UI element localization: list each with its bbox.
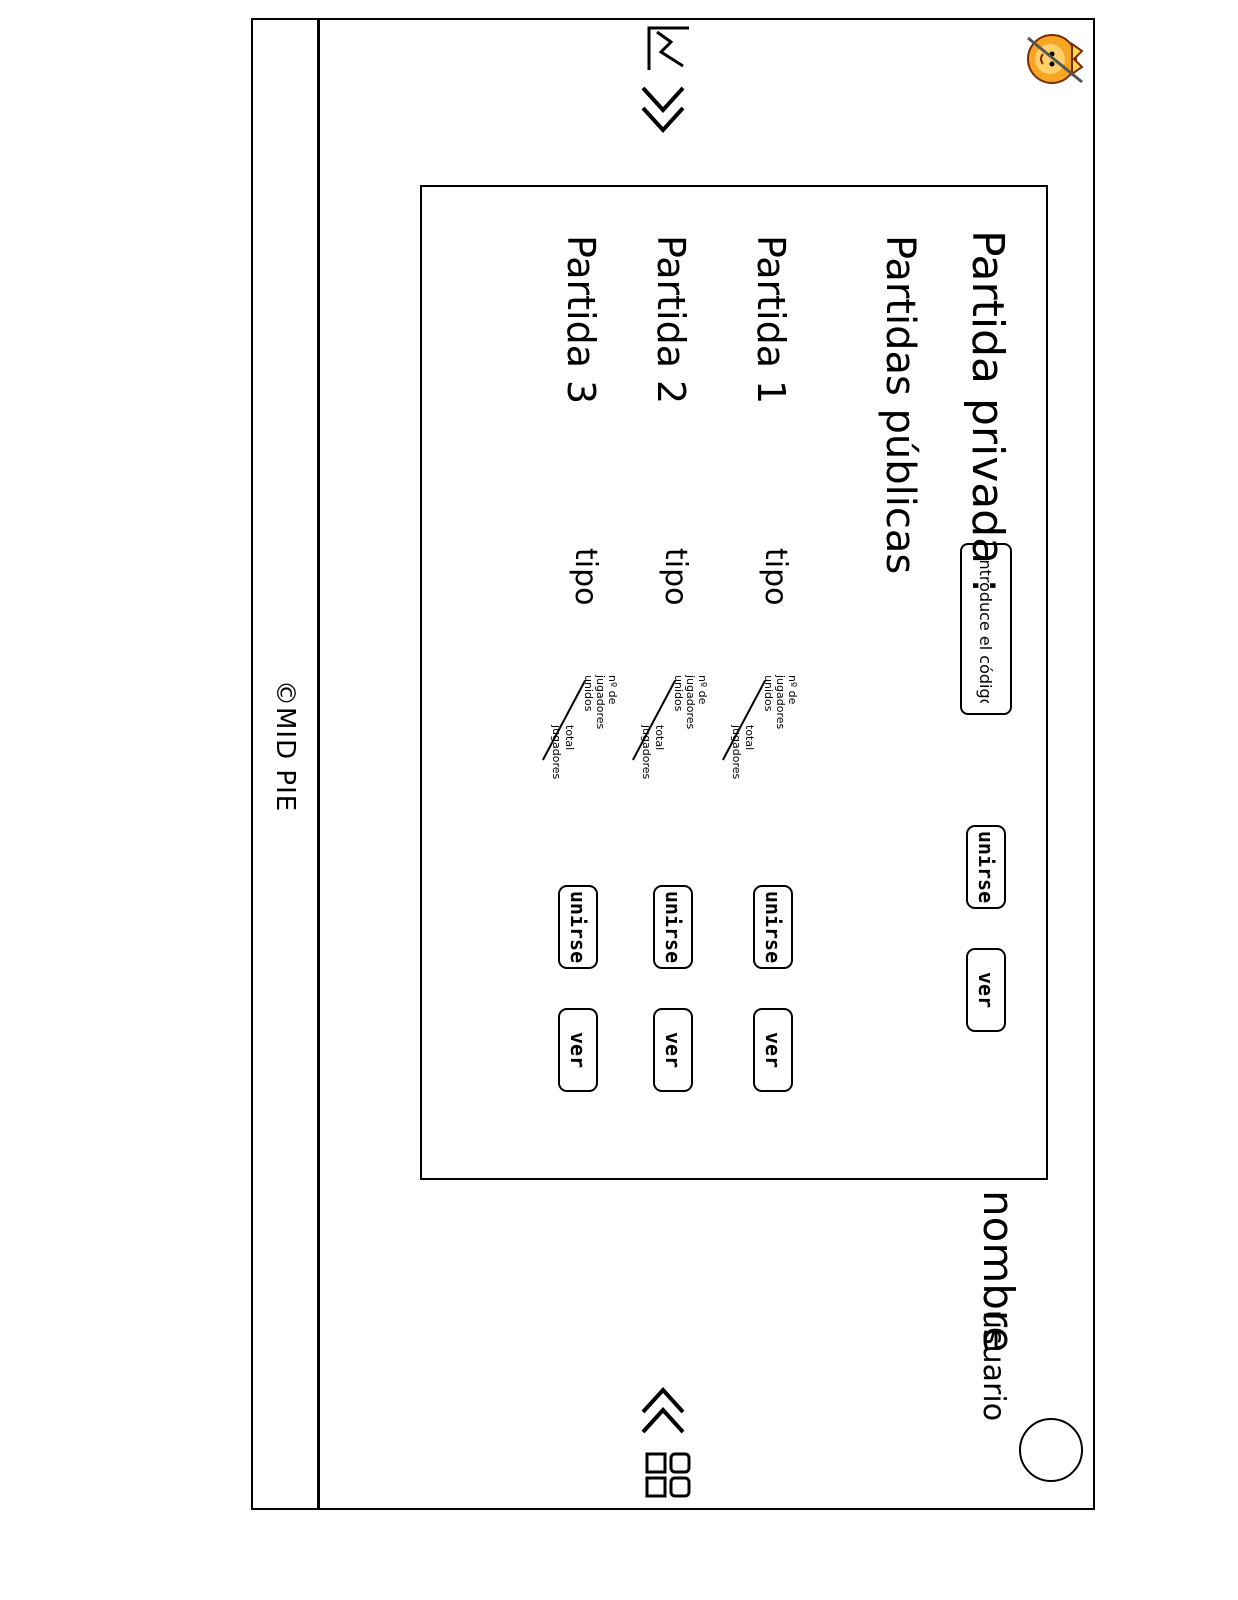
join-button[interactable]: unirse — [753, 885, 793, 969]
game-type: tipo — [658, 548, 693, 606]
lion-king-logo — [1027, 34, 1084, 84]
game-name: Partida 1 — [749, 235, 793, 405]
players-total: total jugadores — [730, 725, 756, 780]
join-button[interactable]: unirse — [558, 885, 598, 969]
private-join-button[interactable]: unirse — [966, 825, 1006, 909]
players-total: total jugadores — [550, 725, 576, 780]
view-button[interactable]: ver — [753, 1008, 793, 1092]
game-name: Partida 3 — [559, 235, 603, 405]
view-button[interactable]: ver — [558, 1008, 598, 1092]
user-label: usuario — [976, 1310, 1011, 1422]
footer-divider — [317, 18, 320, 1510]
public-games-title: Partidas públicas — [877, 235, 923, 575]
grid-icon[interactable] — [643, 1450, 693, 1500]
double-chevron-left-icon[interactable] — [633, 1380, 693, 1440]
players-joined: nº de jugadores unidos — [582, 675, 619, 730]
players-joined: nº de jugadores unidos — [672, 675, 709, 730]
double-chevron-right-icon[interactable] — [633, 80, 693, 140]
players-count: nº de jugadores unidos total jugadores — [628, 675, 709, 795]
copyright: ©MID PIE — [270, 680, 300, 813]
chart-icon[interactable] — [643, 22, 693, 74]
game-type: tipo — [568, 548, 603, 606]
private-game-title: Partida privada : — [962, 230, 1013, 593]
private-code-input[interactable] — [960, 543, 1012, 715]
avatar[interactable] — [1019, 1418, 1083, 1482]
players-total: total jugadores — [640, 725, 666, 780]
players-count: nº de jugadores unidos total jugadores — [538, 675, 619, 795]
players-joined: nº de jugadores unidos — [762, 675, 799, 730]
game-type: tipo — [758, 548, 793, 606]
join-button[interactable]: unirse — [653, 885, 693, 969]
players-count: nº de jugadores unidos total jugadores — [718, 675, 799, 795]
view-button[interactable]: ver — [653, 1008, 693, 1092]
game-name: Partida 2 — [649, 235, 693, 405]
private-view-button[interactable]: ver — [966, 948, 1006, 1032]
